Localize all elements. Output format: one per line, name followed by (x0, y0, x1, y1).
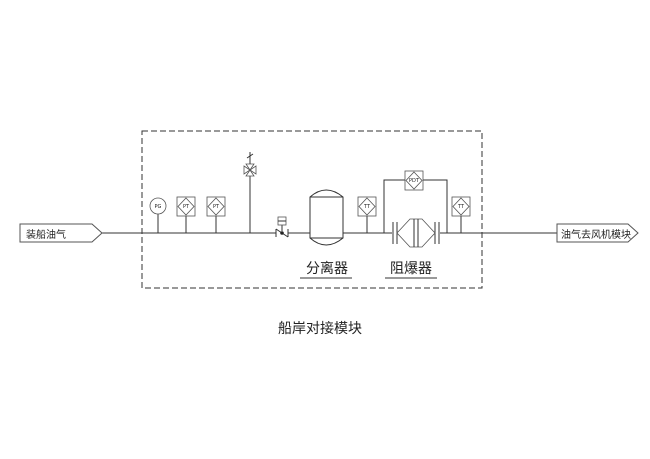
outlet-label: 油气去风机模块 (561, 228, 631, 241)
tt1-transmitter: TT (357, 196, 377, 233)
vent-valve (243, 152, 257, 233)
module-boundary (141, 130, 483, 289)
tt2-label: TT (457, 204, 465, 210)
pt2-label: PT (213, 204, 220, 210)
pdt-transmitter: PDT (404, 170, 424, 191)
inlet-label: 装船油气 (26, 228, 66, 241)
inlet-flag (19, 223, 103, 243)
pt1-label: PT (183, 204, 190, 210)
flame-arrester (392, 218, 440, 248)
pt2-transmitter: PT (206, 196, 226, 233)
pt1-transmitter: PT (176, 196, 196, 233)
check-valve (275, 216, 289, 238)
pg-gauge (149, 197, 167, 215)
tt1-label: TT (363, 204, 371, 210)
arrester-label: 阻爆器 (390, 261, 432, 277)
tt2-transmitter: TT (451, 196, 471, 233)
pdt-label: PDT (409, 178, 420, 184)
separator-label: 分离器 (306, 260, 348, 277)
pdt-impulse-line (383, 179, 405, 233)
separator-vessel (309, 189, 344, 246)
pg-label: PG (155, 204, 162, 210)
module-title: 船岸对接模块 (278, 320, 362, 337)
outlet-flag (556, 223, 639, 243)
